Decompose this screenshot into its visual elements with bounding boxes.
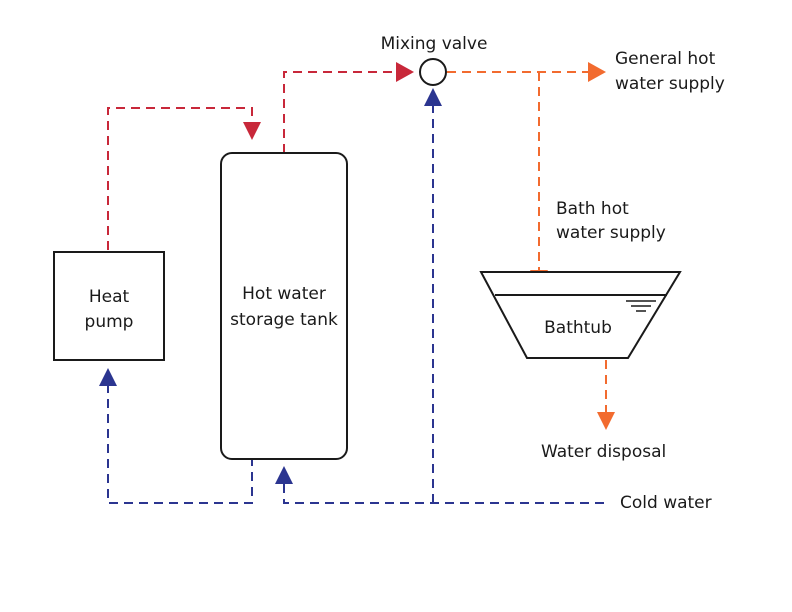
tank-to-mixing-valve-pipe xyxy=(283,71,400,153)
cold-water-pipes xyxy=(107,104,610,504)
heat-pump-box xyxy=(53,251,165,361)
bath-hot-supply-label-line1: Bath hot xyxy=(556,199,629,219)
heat-pump-label-line1: Heat xyxy=(89,287,130,307)
heat-pump-to-tank-pipe xyxy=(107,107,253,250)
cold-arrow-valve-icon xyxy=(424,88,442,106)
storage-tank-box xyxy=(220,152,348,460)
storage-tank-label-line2: storage tank xyxy=(230,310,338,330)
cold-water-label: Cold water xyxy=(620,493,712,513)
general-supply-arrow-icon xyxy=(588,62,606,82)
water-level-icon xyxy=(626,300,656,312)
circle-valve-icon xyxy=(419,58,447,86)
hot-flow-arrows xyxy=(243,62,414,140)
cold-arrow-heat-pump-icon xyxy=(99,368,117,386)
mixing-valve-label: Mixing valve xyxy=(381,34,488,54)
bathtub-label: Bathtub xyxy=(544,318,612,338)
cold-main-pipe xyxy=(283,484,610,504)
storage-tank-label-line1: Hot water xyxy=(242,284,326,304)
hot-arrow-down-icon xyxy=(243,122,261,140)
bath-hot-supply-label-line2: water supply xyxy=(556,223,666,243)
general-hot-supply-label-line2: water supply xyxy=(615,74,725,94)
hot-arrow-right-icon xyxy=(396,62,414,82)
heat-pump-label-line2: pump xyxy=(85,312,134,332)
general-hot-supply-label-line1: General hot xyxy=(615,49,716,69)
mixed-flow-arrows xyxy=(530,62,615,430)
mixed-hot-water-pipes xyxy=(447,71,607,414)
hot-water-pipes xyxy=(107,71,400,250)
cold-flow-arrows xyxy=(99,88,442,484)
cold-arrow-tank-icon xyxy=(275,466,293,484)
water-disposal-label: Water disposal xyxy=(541,442,666,462)
bathtub-outline xyxy=(479,271,682,359)
disposal-arrow-icon xyxy=(597,412,615,430)
